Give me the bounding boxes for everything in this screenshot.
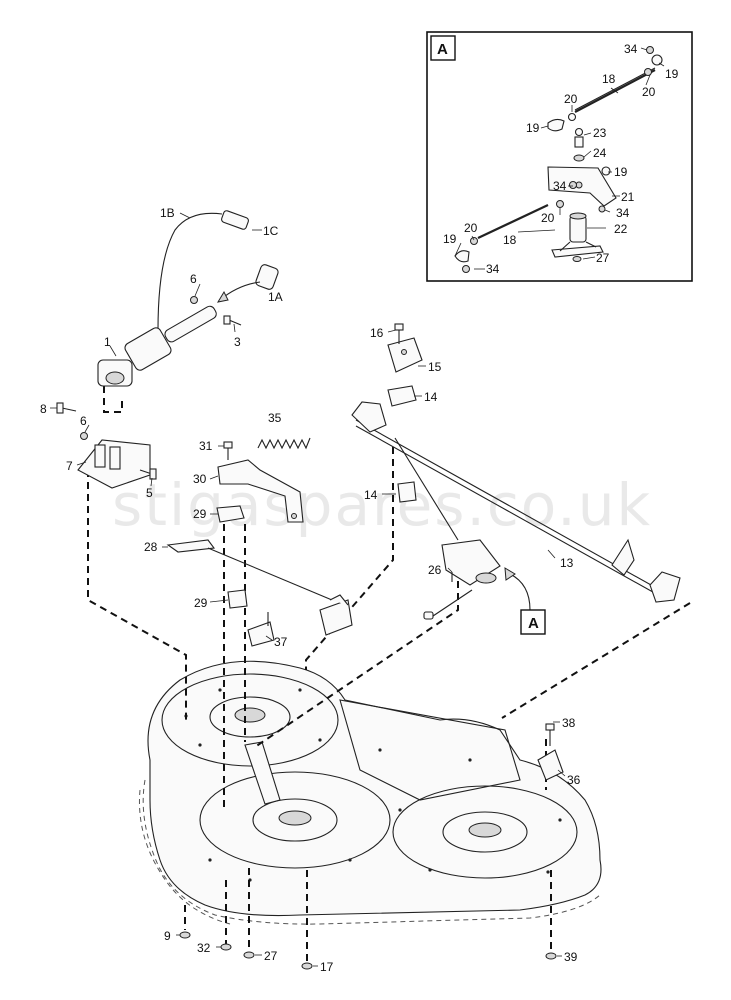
label-37: 37 — [274, 635, 288, 649]
label-1A: 1A — [268, 290, 283, 304]
label-31: 31 — [199, 439, 213, 453]
label-1: 1 — [104, 335, 111, 349]
label-29-lower: 29 — [194, 596, 208, 610]
inset-label-19-top: 19 — [665, 67, 679, 81]
label-7: 7 — [66, 459, 73, 473]
connector-detail-1a — [216, 264, 279, 303]
label-8: 8 — [40, 402, 47, 416]
bush-14-top — [387, 385, 417, 407]
label-16: 16 — [370, 326, 384, 340]
top-bracket-15 — [387, 323, 423, 503]
callout-arrow — [509, 573, 531, 611]
inset-label-34-left: 34 — [553, 179, 567, 193]
lower-rod — [477, 204, 549, 239]
inset-label-19-left: 19 — [443, 232, 457, 246]
cable-connector — [221, 210, 249, 230]
label-9: 9 — [164, 929, 171, 943]
label-30: 30 — [193, 472, 207, 486]
label-39: 39 — [564, 950, 578, 964]
bottom-fasteners — [179, 931, 557, 970]
inset-label-20-mid: 20 — [564, 92, 578, 106]
bush-29-upper — [216, 505, 245, 523]
lift-shaft-13 — [351, 401, 681, 603]
label-35: 35 — [268, 411, 282, 425]
inset-a: A — [426, 31, 693, 282]
inset-label-27: 27 — [596, 251, 610, 265]
bracket-36 — [537, 749, 564, 781]
callout-box-a — [520, 609, 546, 635]
mower-deck — [139, 660, 602, 925]
bush-29-lower — [227, 589, 248, 609]
label-5: 5 — [146, 486, 153, 500]
bush-14-low — [397, 481, 417, 503]
label-14-low: 14 — [364, 488, 378, 502]
label-6-left: 6 — [80, 414, 87, 428]
deck-holes — [184, 688, 562, 882]
watermark: stigaspares.co.uk — [112, 471, 652, 539]
inset-label-24: 24 — [593, 146, 607, 160]
label-17: 17 — [320, 960, 334, 974]
leader-lines — [50, 212, 566, 967]
bracket-30 — [217, 459, 304, 523]
actuator-cable — [157, 212, 223, 331]
label-38: 38 — [562, 716, 576, 730]
pedal-arm-28 — [166, 539, 353, 636]
label-1B: 1B — [160, 206, 175, 220]
label-32: 32 — [197, 941, 211, 955]
inset-letter-box — [430, 35, 456, 61]
label-6-top: 6 — [190, 272, 197, 286]
label-26: 26 — [428, 563, 442, 577]
label-36: 36 — [567, 773, 581, 787]
inset-label-34-bottom: 34 — [486, 262, 500, 276]
left-bracket — [56, 402, 157, 489]
inset-label-34-top: 34 — [624, 42, 638, 56]
label-13: 13 — [560, 556, 574, 570]
inset-label-19-right: 19 — [614, 165, 628, 179]
inset-label-20-top-right: 20 — [642, 85, 656, 99]
label-29-upper: 29 — [193, 507, 207, 521]
inset-label-18-low: 18 — [503, 233, 517, 247]
pivot-bracket — [551, 212, 604, 258]
inset-label-20-low: 20 — [541, 211, 555, 225]
label-1C: 1C — [263, 224, 279, 238]
inset-label-20-left: 20 — [464, 221, 478, 235]
inset-label-21: 21 — [621, 190, 635, 204]
bracket-37 — [247, 621, 275, 647]
callout-box-letter: A — [528, 615, 539, 632]
actuator-assembly — [97, 210, 279, 387]
inset-label-22: 22 — [614, 222, 628, 236]
label-28: 28 — [144, 540, 158, 554]
label-15: 15 — [428, 360, 442, 374]
inset-label-23: 23 — [593, 126, 607, 140]
label-3: 3 — [234, 335, 241, 349]
label-27: 27 — [264, 949, 278, 963]
inset-label-19-mid: 19 — [526, 121, 540, 135]
spring-35 — [223, 437, 311, 460]
lever-bracket-a — [423, 539, 501, 620]
inset-label-18-top: 18 — [602, 72, 616, 86]
inset-letter: A — [437, 41, 448, 58]
inset-label-34-right: 34 — [616, 206, 630, 220]
label-14-top: 14 — [424, 390, 438, 404]
dashed-connectors — [87, 386, 691, 963]
